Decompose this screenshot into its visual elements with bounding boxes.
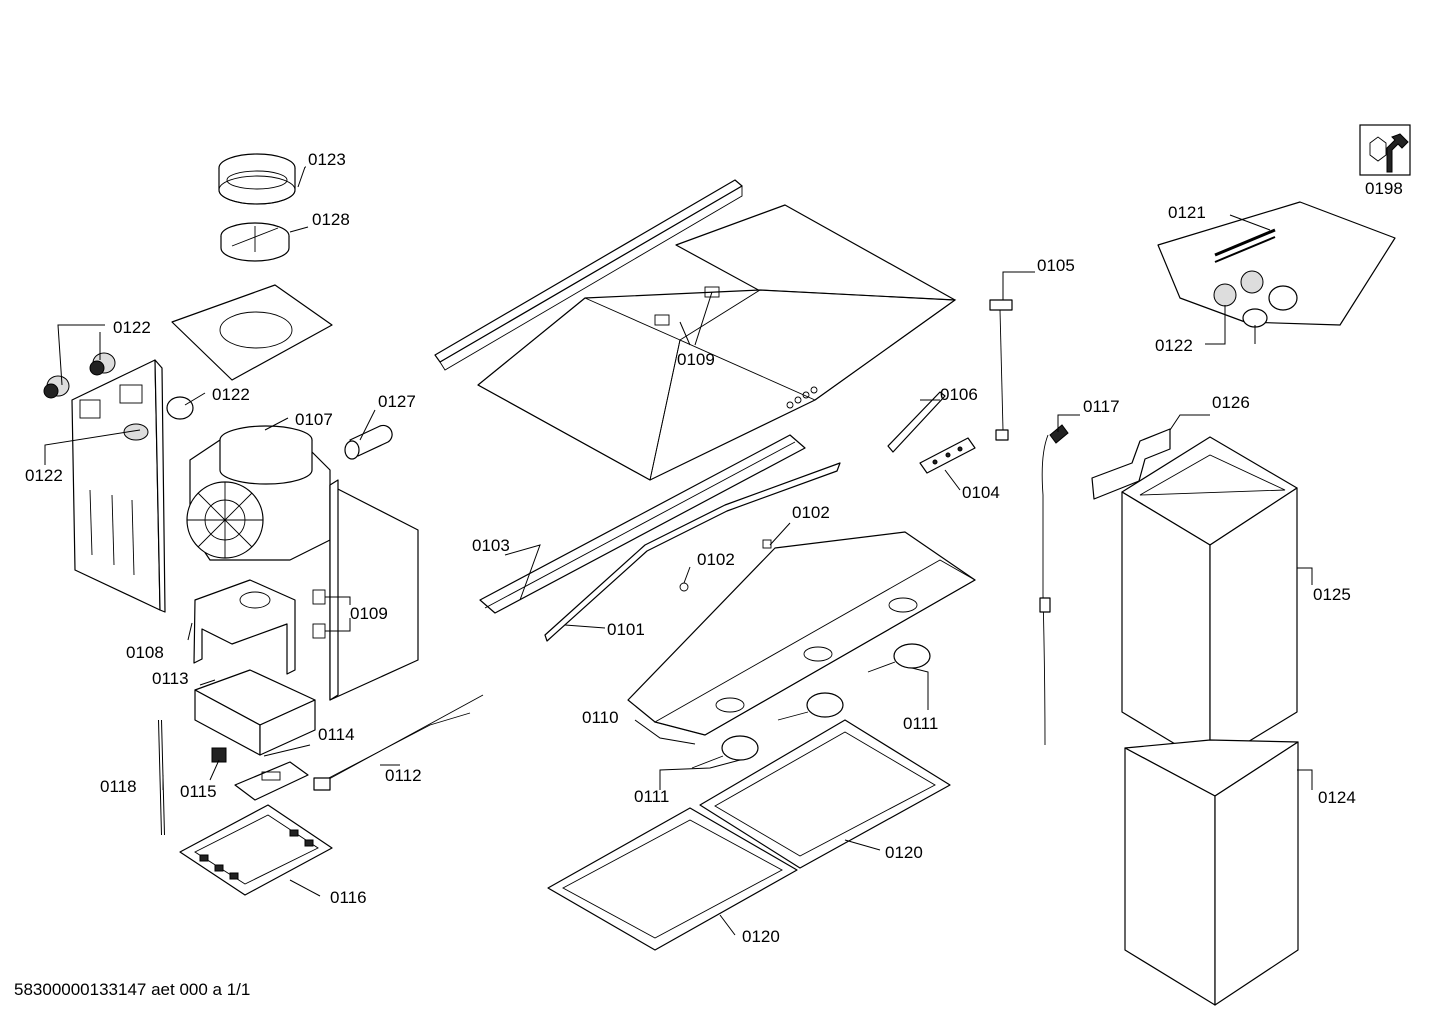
part-0106-bracket [887,391,946,453]
part-0115 [211,747,227,763]
label-0101: 0101 [607,620,645,639]
part-0128-valve [220,222,290,262]
label-0112: 0112 [385,766,422,785]
part-0121-bag [1157,201,1396,328]
leader-lines [44,166,1313,936]
label-0122: 0122 [25,466,63,485]
label-0120: 0120 [885,843,923,862]
label-0102: 0102 [697,550,735,569]
label-0123: 0123 [308,150,346,169]
label-0107: 0107 [295,410,333,429]
part-0124-chimney [1124,739,1299,1006]
part-hood-top-rail [434,179,743,371]
part-0116-frame [179,804,333,896]
part-0127-capacitor [344,424,393,460]
part-0104-switch [919,437,976,474]
part-0110-frame [627,531,976,736]
label-0114: 0114 [318,725,355,744]
part-0101-rail [544,462,841,642]
label-0120: 0120 [742,927,780,946]
label-0110: 0110 [582,708,619,727]
part-0118-rod [158,719,165,836]
label-0109: 0109 [677,350,715,369]
wrench-nut-icon [1359,124,1411,176]
part-0123-ring [218,153,296,205]
label-0105: 0105 [1037,256,1075,275]
part-hood-canopy [477,204,957,481]
label-0122: 0122 [212,385,250,404]
label-0118: 0118 [100,777,137,796]
part-0105-cable [989,299,1013,441]
label-0124: 0124 [1318,788,1356,807]
label-0111: 0111 [903,714,938,733]
label-0126: 0126 [1212,393,1250,412]
part-left-housing [71,359,166,613]
label-0125: 0125 [1313,585,1351,604]
label-0117: 0117 [1083,397,1120,416]
part-0103-rail [479,434,806,614]
part-0113-box [194,669,316,756]
part-0108-bracket [193,579,296,675]
label-0111: 0111 [634,787,669,806]
part-0126-bracket [1091,428,1171,500]
label-0102: 0102 [792,503,830,522]
label-0128: 0128 [312,210,350,229]
part-0120-filter [547,719,951,951]
label-0109: 0109 [350,604,388,623]
part-0111-lamp [691,643,931,769]
part-0122-knob-left [43,352,194,420]
label-0108: 0108 [126,643,164,662]
label-0122: 0122 [113,318,151,337]
part-0114-board [234,761,309,801]
document-reference-footer: 58300000133147 aet 000 a 1/1 [14,980,251,999]
part-0107-blower [186,425,331,561]
label-0115: 0115 [180,782,217,801]
part-top-plate [171,284,333,381]
label-0116: 0116 [330,888,367,907]
part-right-housing [312,479,419,701]
part-0117-cord [1039,424,1069,746]
label-0106: 0106 [940,385,978,404]
label-0103: 0103 [472,536,510,555]
label-0104: 0104 [962,483,1000,502]
label-0122: 0122 [1155,336,1193,355]
part-0125-chimney [1121,436,1298,766]
label-0198: 0198 [1365,179,1403,198]
label-0121: 0121 [1168,203,1206,222]
label-0113: 0113 [152,669,189,688]
part-0112-cable [313,694,484,791]
label-0127: 0127 [378,392,416,411]
